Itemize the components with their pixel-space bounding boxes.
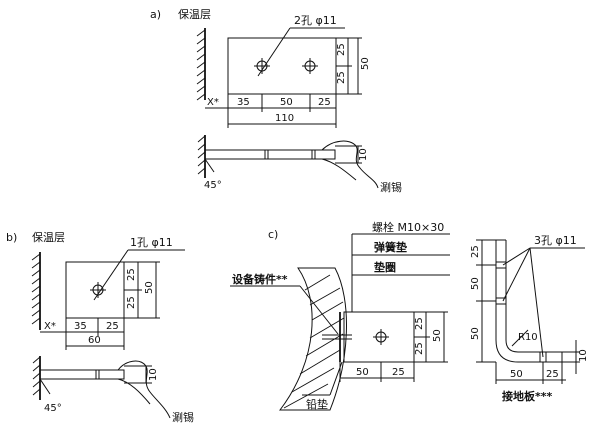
figure-b-angle: 45° <box>44 403 62 414</box>
figure-b-holes-label: 1孔 φ11 <box>130 236 173 249</box>
figure-b-dim-x: X* <box>44 321 56 332</box>
figure-b-dim-side10: 10 <box>148 368 159 381</box>
figure-b-dim-v25a: 25 <box>126 268 137 281</box>
figure-a-wall-hatching <box>196 29 206 101</box>
figure-c-radius: R10 <box>518 332 538 343</box>
figure-c: c) 螺栓 M10×30 弹簧垫 垫圈 <box>230 220 589 411</box>
figure-a-hole-1 <box>254 58 270 74</box>
figure-a-dim-v25a: 25 <box>336 43 347 56</box>
figure-a-dim-v25b: 25 <box>336 71 347 84</box>
figure-b-tin-coating <box>117 360 171 419</box>
figure-c-bolt-label: 螺栓 M10×30 <box>372 220 444 234</box>
figure-c-dim-s10: 10 <box>578 349 589 362</box>
figure-c-dim-s25: 25 <box>470 245 481 258</box>
figure-a-hole-leader <box>257 27 291 77</box>
figure-b-hole <box>90 282 106 298</box>
figure-b-hole-leader <box>93 249 129 301</box>
figure-a-dim-110: 110 <box>275 113 294 124</box>
figure-a-tin-coating <box>321 140 379 189</box>
figure-c-casting <box>278 267 347 411</box>
figure-b-dim-v25b: 25 <box>126 296 137 309</box>
figure-c-dim-v25: 25 <box>414 317 425 330</box>
figure-b-dim-35: 35 <box>74 321 87 332</box>
figure-a-hole-2 <box>302 58 318 74</box>
figure-b-label: b) <box>6 231 17 244</box>
figure-c-dim-50: 50 <box>356 367 369 378</box>
figure-b-insulation-label: 保温层 <box>32 230 65 244</box>
figure-c-label: c) <box>268 228 278 241</box>
figure-b-dim-v50: 50 <box>144 281 155 294</box>
figure-a-label: a) <box>150 8 161 21</box>
figure-c-dim-s50a: 50 <box>470 277 481 290</box>
figure-c-dim-25: 25 <box>392 367 405 378</box>
figure-c-lead-pad-label: 铅垫 <box>306 397 328 411</box>
figure-b-dim-25: 25 <box>106 321 119 332</box>
figure-a-holes-label: 2孔 φ11 <box>294 14 337 27</box>
figure-c-ground-strap <box>495 239 563 363</box>
figure-b-tin-label: 涮锡 <box>172 410 194 424</box>
figure-c-strap-holes-label: 3孔 φ11 <box>534 234 577 247</box>
figure-c-hole <box>373 329 389 345</box>
figure-a-dim-v50: 50 <box>360 57 371 70</box>
figure-c-casting-leader <box>299 285 339 335</box>
figure-b-wall-hatching <box>31 253 41 325</box>
figure-c-ground-plate-label: 接地板*** <box>502 389 553 403</box>
figure-c-dim-v50: 50 <box>432 329 443 342</box>
figure-a-dim-35: 35 <box>237 97 250 108</box>
figure-b: b) 保温层 1孔 φ11 25 25 50 <box>6 230 194 424</box>
figure-a-dim-x: X* <box>207 97 219 108</box>
figure-a: a) 保温层 2孔 φ11 <box>150 7 402 194</box>
figure-a-plate <box>227 37 337 95</box>
figure-c-spring-washer-label: 弹簧垫 <box>374 240 407 254</box>
figure-c-casting-hatching <box>283 274 345 409</box>
figure-a-tin-label: 涮锡 <box>380 180 402 194</box>
figure-c-casting-label: 设备铸件** <box>232 272 288 286</box>
figure-a-dim-50: 50 <box>280 97 293 108</box>
figure-a-angle: 45° <box>204 180 222 191</box>
figure-c-dim-h25: 25 <box>546 369 559 380</box>
figure-c-dim-h50: 50 <box>510 369 523 380</box>
figure-b-side-bar <box>39 369 125 380</box>
figure-a-dim-side10: 10 <box>358 148 369 161</box>
figure-a-insulation-label: 保温层 <box>178 7 211 21</box>
figure-c-dim-s50b: 50 <box>470 327 481 340</box>
figure-a-dim-25: 25 <box>318 97 331 108</box>
figure-b-dim-60: 60 <box>88 335 101 346</box>
figure-c-dim-v25b: 25 <box>414 342 425 355</box>
figure-a-side-bar <box>204 149 336 160</box>
figure-c-washer-label: 垫圈 <box>374 260 396 274</box>
